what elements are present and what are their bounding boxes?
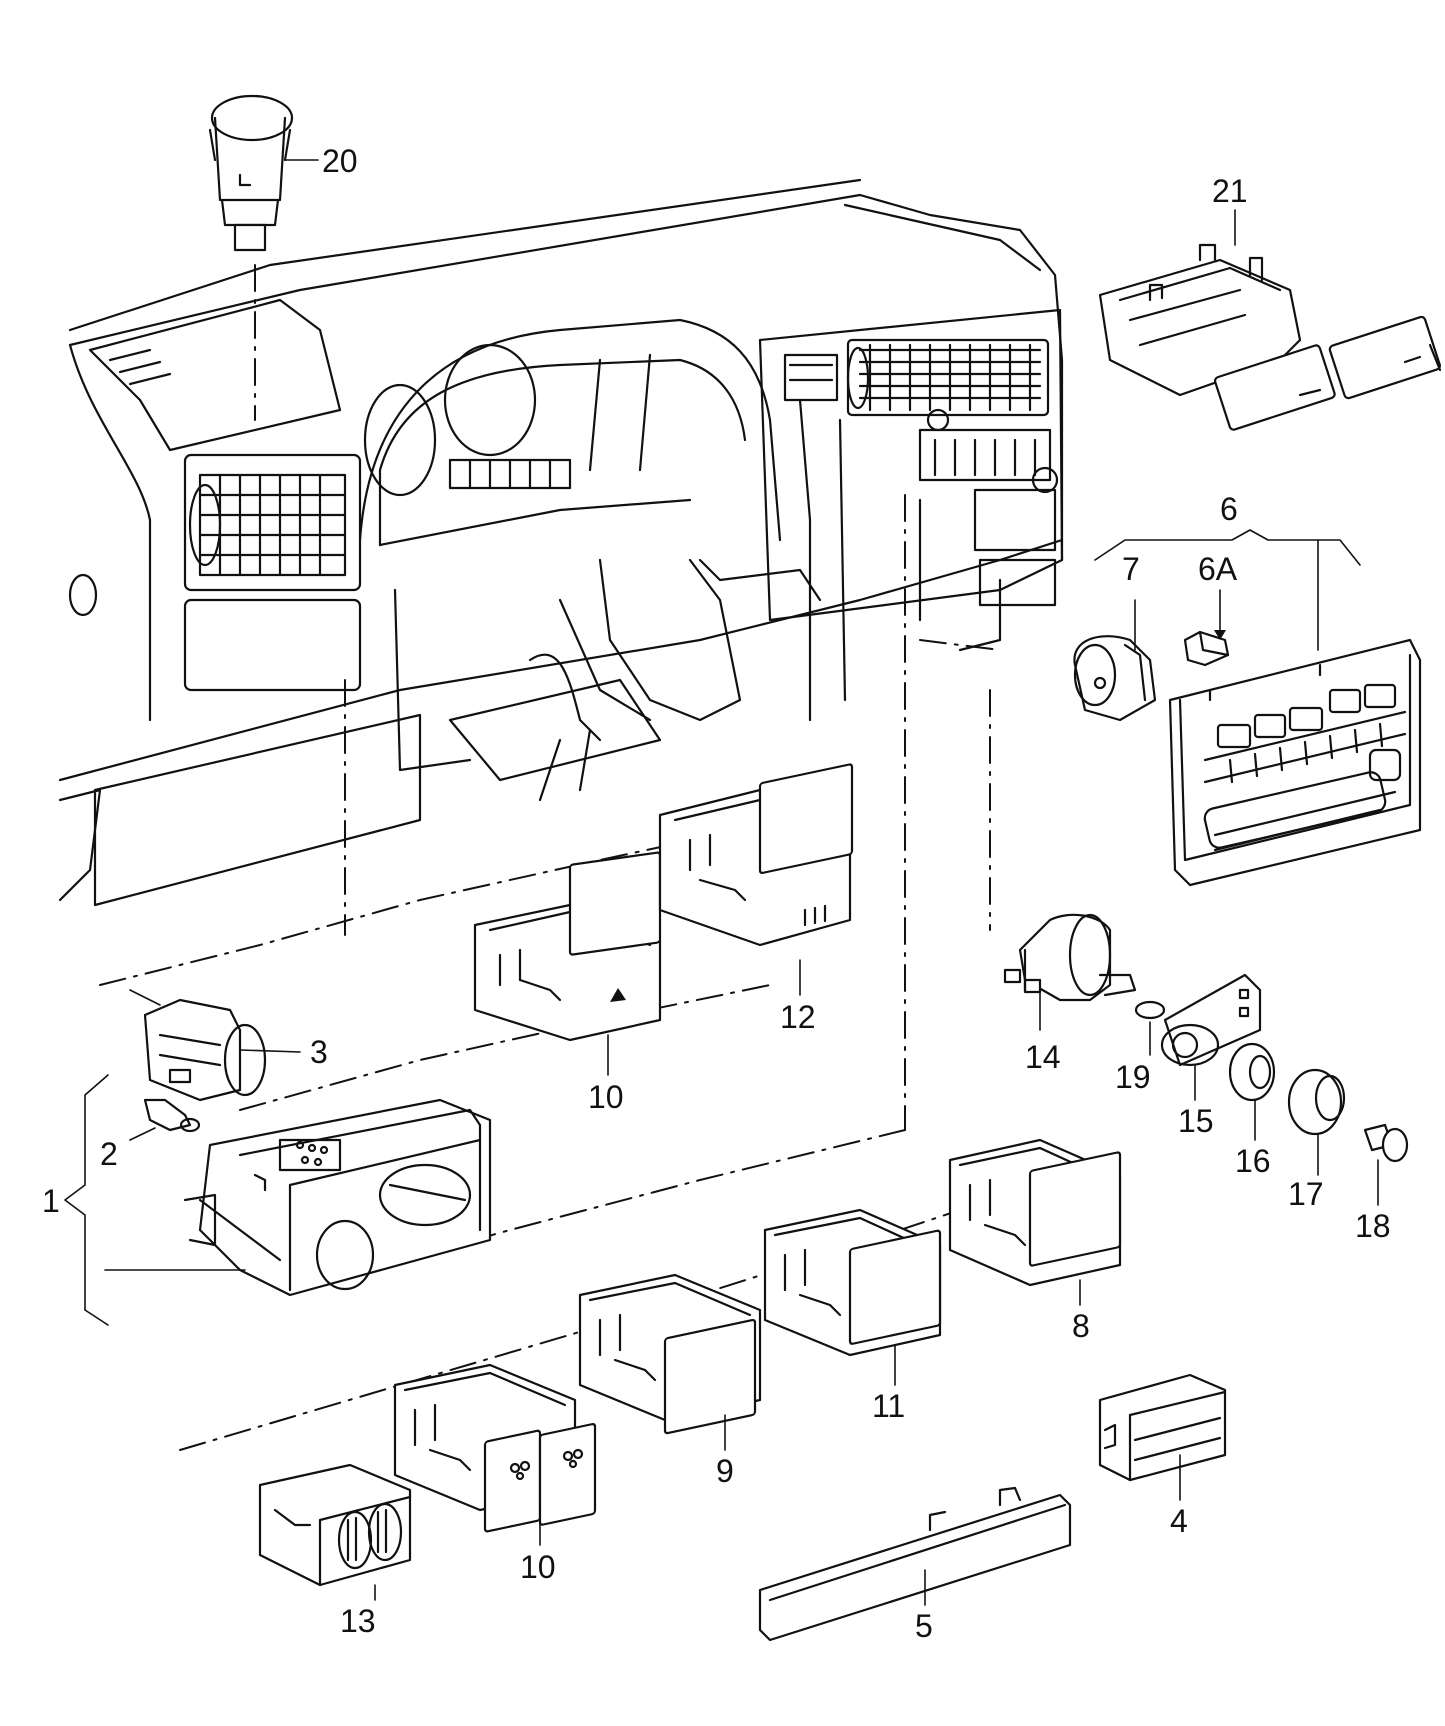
part-16-bracket xyxy=(1160,973,1262,1067)
callout-6a: 6A xyxy=(1198,551,1238,587)
part-6-control-panel xyxy=(1168,638,1422,887)
dashboard-illustration xyxy=(58,178,1064,907)
part-14-dimmer-switch xyxy=(258,1463,412,1587)
callout-17: 16 xyxy=(1235,1143,1271,1179)
callout-1: 1 xyxy=(42,1183,60,1219)
part-12-switch xyxy=(763,1208,942,1357)
callout-11: 10 xyxy=(520,1549,556,1585)
callout-leaders xyxy=(64,159,1379,1606)
part-13-switch xyxy=(658,763,854,947)
callout-3: 3 xyxy=(310,1034,328,1070)
part-21-socket xyxy=(208,94,294,252)
callout-12: 11 xyxy=(872,1388,905,1424)
part-20-bulb xyxy=(1134,1000,1166,1020)
callout-10: 10 xyxy=(588,1079,624,1115)
part-18-knob-cap xyxy=(1287,1068,1346,1136)
part-17-nut xyxy=(1228,1042,1276,1102)
callout-labels: 20 21 6 7 6A 3 2 1 10 12 14 19 15 16 17 … xyxy=(42,143,1391,1644)
part-3-connector xyxy=(143,998,267,1102)
callout-13: 12 xyxy=(780,999,816,1035)
callout-4: 4 xyxy=(1170,1503,1188,1539)
callout-6: 6 xyxy=(1220,491,1238,527)
part-10-hazard-switch xyxy=(473,851,662,1042)
callout-16: 15 xyxy=(1178,1103,1214,1139)
callout-14: 13 xyxy=(340,1603,376,1639)
callout-8: 8 xyxy=(1072,1308,1090,1344)
part-15-rotary-switch xyxy=(1003,913,1137,1002)
callout-18: 17 xyxy=(1288,1176,1324,1212)
part-1-headlight-switch xyxy=(183,1098,492,1297)
part-4-blank-cover xyxy=(1098,1373,1227,1482)
callout-22: 21 xyxy=(1212,173,1248,209)
callout-9: 9 xyxy=(716,1453,734,1489)
part-6a-bulb xyxy=(1183,630,1230,667)
callout-5: 5 xyxy=(915,1608,933,1644)
part-5-cover-strip xyxy=(758,1486,1072,1642)
part-19-screw xyxy=(1363,1123,1409,1163)
part-22-tray xyxy=(1098,243,1442,431)
callout-21: 20 xyxy=(322,143,358,179)
callout-19: 18 xyxy=(1355,1208,1391,1244)
part-7-knob xyxy=(1073,635,1157,722)
callout-2: 2 xyxy=(100,1136,118,1172)
part-8-switch xyxy=(948,1138,1122,1287)
callout-7: 7 xyxy=(1122,551,1140,587)
part-11-switch xyxy=(393,1363,597,1533)
part-2-bulb-holder xyxy=(143,1098,201,1133)
callout-15: 14 xyxy=(1025,1039,1061,1075)
callout-20: 19 xyxy=(1115,1059,1151,1095)
part-9-switch xyxy=(578,1273,762,1435)
